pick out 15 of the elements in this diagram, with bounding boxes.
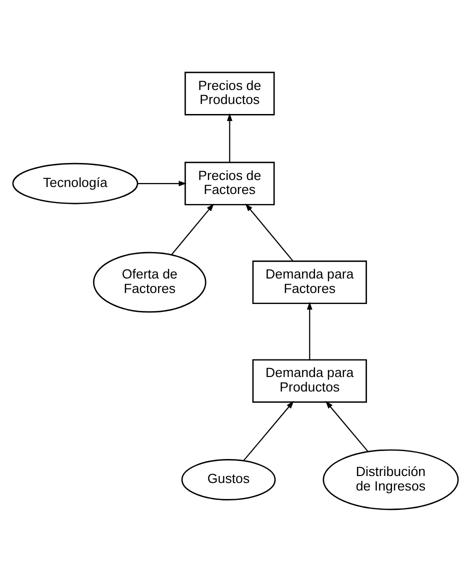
arrow <box>243 400 294 460</box>
arrow <box>138 180 187 186</box>
arrow <box>171 203 214 255</box>
node-ellipse: Gustos <box>181 458 276 500</box>
node-ellipse: Distribución de Ingresos <box>322 448 459 510</box>
node-box: Demanda para Productos <box>252 358 367 402</box>
node-box: Precios de Productos <box>184 71 275 115</box>
arrow <box>245 202 294 261</box>
node-box: Precios de Factores <box>184 161 275 205</box>
node-box: Demanda para Factores <box>252 260 367 304</box>
arrow <box>226 112 232 162</box>
arrow <box>325 400 368 452</box>
node-ellipse: Tecnología <box>12 162 138 204</box>
arrow <box>306 301 312 359</box>
node-ellipse: Oferta de Factores <box>93 251 206 312</box>
